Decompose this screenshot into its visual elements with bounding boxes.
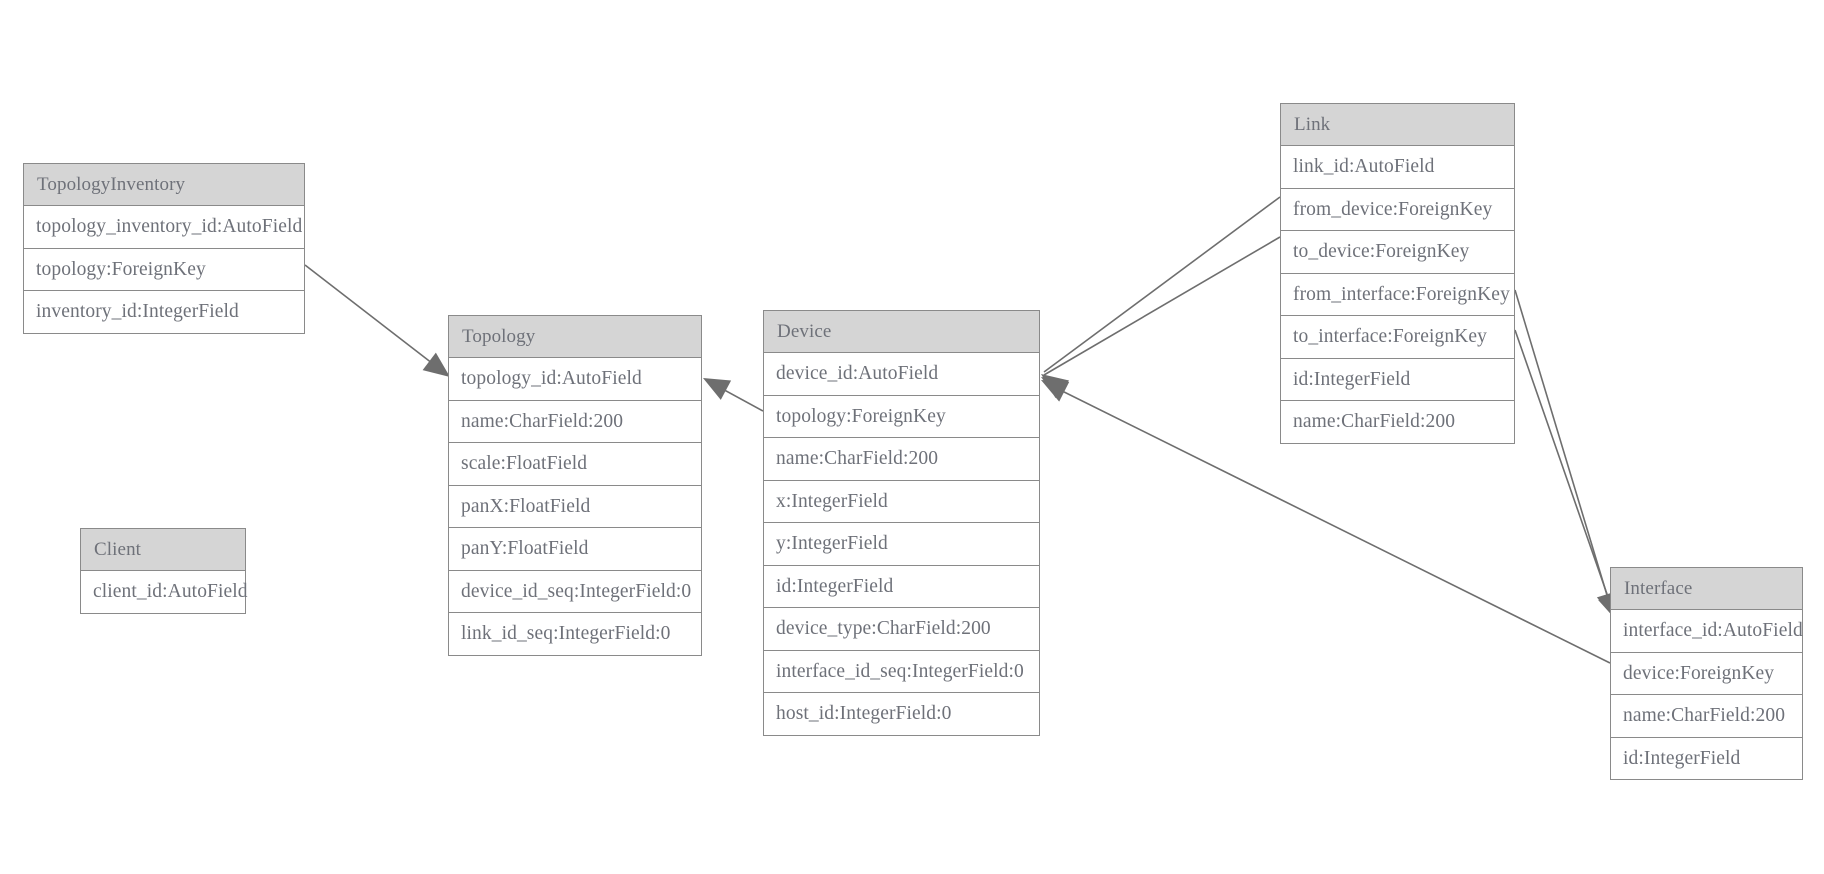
relation-arrowhead: [1041, 377, 1070, 400]
field-row: topology:ForeignKey: [764, 395, 1039, 438]
entity-title-topology_inventory: TopologyInventory: [24, 164, 304, 206]
field-row: topology_id:AutoField: [449, 358, 701, 401]
field-row: from_interface:ForeignKey: [1281, 273, 1514, 316]
entity-title-topology: Topology: [449, 316, 701, 358]
field-row: device:ForeignKey: [1611, 652, 1802, 695]
field-row: topology_inventory_id:AutoField: [24, 206, 304, 249]
entity-title-link: Link: [1281, 104, 1514, 146]
relation-link-to-device-to-device: [1041, 236, 1281, 400]
field-row: interface_id_seq:IntegerField:0: [764, 650, 1039, 693]
relation-link-from-interface-to-interface: [1514, 289, 1618, 619]
relation-line: [705, 379, 764, 412]
field-row: scale:FloatField: [449, 443, 701, 486]
field-row: panX:FloatField: [449, 485, 701, 528]
field-row: interface_id:AutoField: [1611, 610, 1803, 653]
relation-topologyinventory-to-topology: [304, 264, 451, 378]
field-row: id:IntegerField: [1611, 737, 1802, 779]
field-row: panY:FloatField: [449, 528, 701, 571]
field-row: id:IntegerField: [1281, 358, 1514, 401]
relation-arrowhead: [1041, 380, 1070, 402]
relation-line: [1514, 289, 1614, 616]
field-row: link_id:AutoField: [1281, 146, 1514, 189]
relation-line: [1043, 196, 1281, 373]
field-row: id:IntegerField: [764, 565, 1039, 608]
field-row: name:CharField:200: [764, 438, 1039, 481]
relation-device-to-topology: [703, 378, 764, 412]
field-row: to_interface:ForeignKey: [1281, 316, 1514, 359]
field-row: from_device:ForeignKey: [1281, 188, 1514, 231]
field-row: y:IntegerField: [764, 523, 1039, 566]
field-row: inventory_id:IntegerField: [24, 291, 304, 333]
entity-title-client: Client: [81, 529, 245, 571]
field-row: link_id_seq:IntegerField:0: [449, 613, 701, 655]
field-row: host_id:IntegerField:0: [764, 693, 1039, 735]
field-row: device_type:CharField:200: [764, 608, 1039, 651]
field-row: device_id_seq:IntegerField:0: [449, 570, 701, 613]
relation-line: [304, 264, 451, 378]
field-row: device_id:AutoField: [764, 353, 1039, 396]
field-row: name:CharField:200: [1611, 695, 1802, 738]
entity-title-interface: Interface: [1611, 568, 1802, 610]
field-row: to_device:ForeignKey: [1281, 231, 1514, 274]
field-row: client_id:AutoField: [81, 571, 248, 613]
relation-line: [1514, 329, 1616, 618]
entity-title-device: Device: [764, 311, 1039, 353]
relation-link-from-device-to-device: [1041, 196, 1281, 399]
field-row: x:IntegerField: [764, 480, 1039, 523]
field-row: name:CharField:200: [449, 400, 701, 443]
field-row: topology:ForeignKey: [24, 248, 304, 291]
field-row: name:CharField:200: [1281, 401, 1514, 443]
relation-arrowhead: [703, 378, 732, 400]
relation-line: [1043, 236, 1281, 376]
